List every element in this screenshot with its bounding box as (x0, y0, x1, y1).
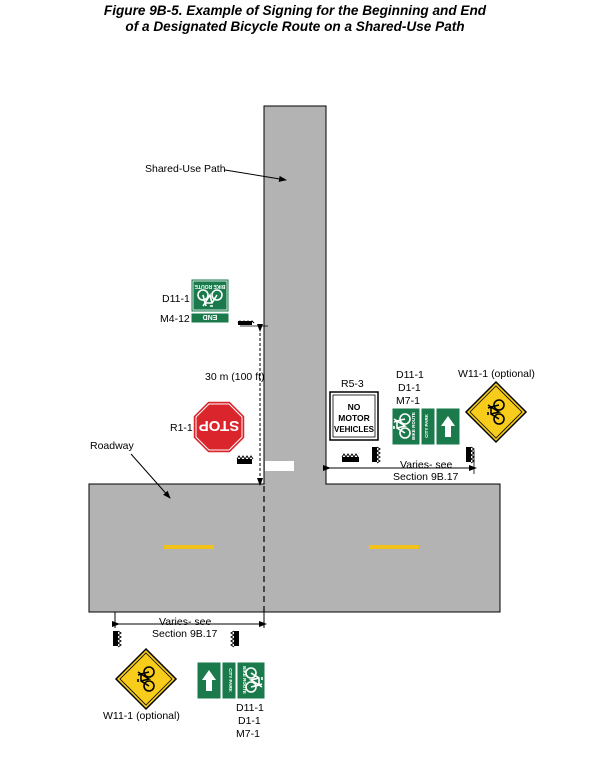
bottom-route-arrow-sign (196, 661, 222, 700)
bottom-code-d11: D11-1 (236, 702, 264, 714)
figure-title-line-1: Figure 9B-5. Example of Signing for the … (103, 3, 487, 18)
bottom-warning-post (113, 630, 122, 648)
shared-use-path (263, 105, 327, 487)
center-line-left (164, 545, 214, 549)
end-sign-code-m4: M4-12 (160, 313, 190, 325)
end-sign-post (237, 320, 255, 325)
right-bike-route-text: BIKE ROUTE (411, 412, 416, 440)
right-w11-code: W11-1 (optional) (458, 368, 535, 380)
right-route-post (372, 446, 381, 464)
right-code-d11: D11-1 (396, 369, 424, 381)
bottom-city-park-sign: CITY PARK (221, 661, 237, 700)
end-plaque-text: END (203, 313, 218, 320)
end-bike-route-text: BIKE ROUTE (194, 283, 226, 289)
no-motor-text-3: VEHICLES (334, 425, 375, 434)
bottom-bicycle-warning-sign (114, 647, 178, 711)
varies-bottom-label-1: Varies- see (159, 616, 211, 628)
right-code-d1: D1-1 (398, 382, 421, 394)
bottom-bike-route-sign: BIKE ROUTE (236, 661, 266, 700)
varies-right-label-2: Section 9B.17 (393, 471, 459, 483)
shared-use-path-label: Shared-Use Path (145, 163, 226, 175)
bottom-code-m7: M7-1 (236, 728, 260, 740)
no-motor-text-2: MOTOR (338, 413, 369, 423)
right-bike-route-sign: BIKE ROUTE (391, 407, 421, 446)
end-sign-code-d11: D11-1 (162, 293, 190, 305)
varies-bottom-label-2: Section 9B.17 (152, 628, 218, 640)
shared-use-path-leader (224, 169, 287, 182)
r5-3-code: R5-3 (341, 378, 364, 390)
right-city-park-sign: CITY PARK (420, 407, 436, 446)
center-line-right (369, 545, 419, 549)
stop-sign: STOP (192, 400, 246, 454)
figure-title: Figure 9B-5. Example of Signing for the … (0, 3, 590, 35)
end-bike-route-sign: BIKE ROUTE END (190, 278, 230, 324)
bottom-code-d1: D1-1 (238, 715, 261, 727)
right-city-park-text: CITY PARK (424, 413, 429, 438)
roadway-leader (130, 453, 171, 499)
figure-title-line-2: of a Designated Bicycle Route on a Share… (125, 19, 465, 34)
right-bicycle-warning-sign (464, 380, 528, 444)
bottom-bike-route-text: BIKE ROUTE (242, 666, 247, 694)
right-code-m7: M7-1 (396, 395, 420, 407)
no-motor-vehicles-sign: NO MOTOR VEHICLES (329, 391, 379, 441)
stop-sign-post (236, 455, 254, 464)
no-motor-text-1: NO (348, 402, 361, 412)
stop-line (265, 461, 294, 471)
distance-label: 30 m (100 ft) (205, 371, 265, 383)
r5-3-post (341, 453, 359, 462)
bottom-route-post (230, 630, 239, 648)
stop-sign-text: STOP (199, 417, 240, 434)
varies-right-label-1: Varies- see (400, 459, 452, 471)
bottom-city-park-text: CITY PARK (228, 668, 233, 693)
roadway-label: Roadway (90, 440, 135, 452)
right-warning-post (466, 446, 475, 464)
right-route-arrow-sign (435, 407, 461, 446)
bottom-w11-code: W11-1 (optional) (103, 710, 180, 722)
roadway (88, 483, 501, 613)
stop-sign-code: R1-1 (170, 422, 193, 434)
